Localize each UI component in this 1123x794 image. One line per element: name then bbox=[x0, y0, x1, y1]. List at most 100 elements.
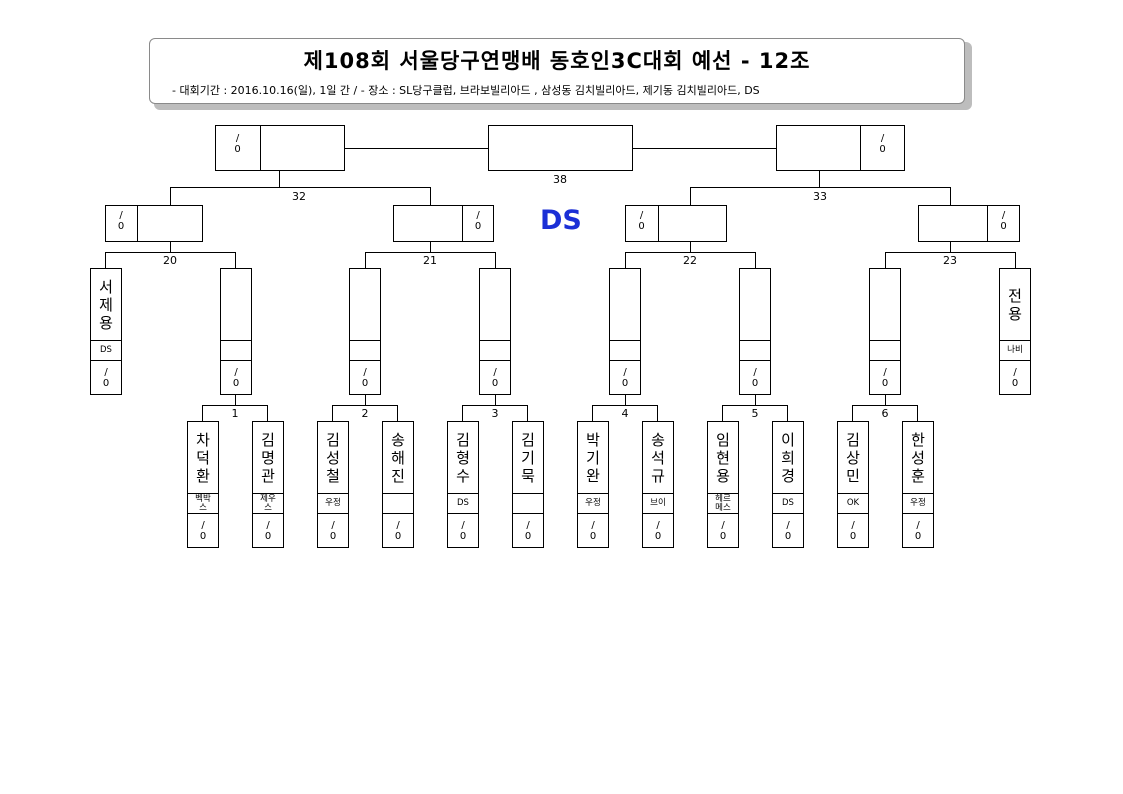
match-number-6: 6 bbox=[881, 407, 889, 420]
player-score: /0 bbox=[220, 360, 252, 395]
match-number-3: 3 bbox=[491, 407, 499, 420]
semi-box-4 bbox=[918, 205, 1020, 242]
player-club-text: 제우스 bbox=[260, 493, 276, 513]
score-bottom: 0 bbox=[784, 530, 792, 542]
semi-box-1 bbox=[105, 205, 203, 242]
match-number-33: 33 bbox=[813, 190, 827, 203]
player-name-text: 전 용 bbox=[1008, 286, 1027, 323]
score-bottom: 0 bbox=[589, 530, 597, 542]
player-club-text: 우정 bbox=[585, 498, 601, 508]
player-score: /0 bbox=[349, 360, 381, 395]
player-club bbox=[869, 340, 901, 361]
player-club-text: DS bbox=[100, 345, 112, 355]
player-club: 헤르메스 bbox=[707, 493, 739, 514]
score-top: / bbox=[363, 366, 367, 378]
player-club-text: 우정 bbox=[910, 498, 926, 508]
player-name: 박기완 bbox=[577, 421, 609, 494]
player-name: 김명관 bbox=[252, 421, 284, 494]
score-bottom: 0 bbox=[361, 377, 369, 389]
player-name bbox=[609, 268, 641, 341]
player-name: 송해진 bbox=[382, 421, 414, 494]
match-number-38: 38 bbox=[553, 173, 567, 186]
player-name-text: 송해진 bbox=[391, 430, 405, 485]
player-name-text: 김명관 bbox=[261, 430, 275, 485]
score-bottom: 0 bbox=[232, 377, 240, 389]
score-bottom: 0 bbox=[491, 377, 499, 389]
player-club bbox=[349, 340, 381, 361]
player-club: DS bbox=[772, 493, 804, 514]
player-name-text: 서제용 bbox=[99, 277, 113, 332]
match-number-23: 23 bbox=[943, 254, 957, 267]
score-bottom: 0 bbox=[881, 377, 889, 389]
header-panel: 제108회 서울당구연맹배 동호인3C대회 예선 - 12조 - 대회기간 : … bbox=[149, 38, 965, 104]
score-bottom: 0 bbox=[394, 530, 402, 542]
score-top: / bbox=[331, 519, 335, 531]
player-score: /0 bbox=[577, 513, 609, 548]
player-club-text: OK bbox=[846, 498, 860, 508]
player-name-text: 송석규 bbox=[651, 430, 665, 485]
player-club: 우정 bbox=[577, 493, 609, 514]
match-number-20: 20 bbox=[163, 254, 177, 267]
score-top: / bbox=[721, 519, 725, 531]
semi-score-4: /0 bbox=[1000, 210, 1007, 232]
score-top: / bbox=[104, 366, 108, 378]
player-name-text: 한성훈 bbox=[911, 430, 925, 485]
player-score: /0 bbox=[90, 360, 122, 395]
player-club: DS bbox=[447, 493, 479, 514]
player-name-text: 김성철 bbox=[326, 430, 340, 485]
player-name bbox=[349, 268, 381, 341]
player-name: 임현용 bbox=[707, 421, 739, 494]
player-club-text: DS bbox=[782, 498, 794, 508]
player-name: 한성훈 bbox=[902, 421, 934, 494]
semi-score-3: /0 bbox=[638, 210, 645, 232]
player-name: 차덕환 bbox=[187, 421, 219, 494]
player-name: 김상민 bbox=[837, 421, 869, 494]
player-name-text: 김상민 bbox=[846, 430, 860, 485]
score-bottom: 0 bbox=[751, 377, 759, 389]
score-top: / bbox=[753, 366, 757, 378]
score-top: / bbox=[916, 519, 920, 531]
player-score: /0 bbox=[252, 513, 284, 548]
player-club-text: 벡박스 bbox=[195, 493, 211, 513]
player-score: /0 bbox=[902, 513, 934, 548]
player-club: 나비 bbox=[999, 340, 1031, 361]
player-score: /0 bbox=[707, 513, 739, 548]
match-number-21: 21 bbox=[423, 254, 437, 267]
semi-box-3 bbox=[625, 205, 727, 242]
player-club-text: 헤르메스 bbox=[715, 493, 731, 513]
score-bottom: 0 bbox=[849, 530, 857, 542]
player-score: /0 bbox=[317, 513, 349, 548]
player-name-text: 박기완 bbox=[586, 430, 600, 485]
player-name: 이희경 bbox=[772, 421, 804, 494]
center-label: DS bbox=[540, 205, 582, 236]
player-name-text: 이희경 bbox=[781, 430, 795, 485]
player-name: 전 용 bbox=[999, 268, 1031, 341]
player-name bbox=[479, 268, 511, 341]
score-top: / bbox=[786, 519, 790, 531]
score-top: / bbox=[461, 519, 465, 531]
final-left-score: /0 bbox=[234, 133, 241, 155]
match-number-22: 22 bbox=[683, 254, 697, 267]
player-club: 우정 bbox=[902, 493, 934, 514]
score-bottom: 0 bbox=[199, 530, 207, 542]
score-top: / bbox=[234, 366, 238, 378]
score-bottom: 0 bbox=[914, 530, 922, 542]
score-top: / bbox=[591, 519, 595, 531]
player-club: 브이 bbox=[642, 493, 674, 514]
player-score: /0 bbox=[642, 513, 674, 548]
score-top: / bbox=[1013, 366, 1017, 378]
score-bottom: 0 bbox=[264, 530, 272, 542]
player-club: OK bbox=[837, 493, 869, 514]
player-club-text: 우정 bbox=[325, 498, 341, 508]
player-score: /0 bbox=[999, 360, 1031, 395]
page-title: 제108회 서울당구연맹배 동호인3C대회 예선 - 12조 bbox=[303, 49, 811, 73]
score-top: / bbox=[656, 519, 660, 531]
match-number-5: 5 bbox=[751, 407, 759, 420]
score-bottom: 0 bbox=[654, 530, 662, 542]
score-top: / bbox=[623, 366, 627, 378]
score-top: / bbox=[883, 366, 887, 378]
match-number-4: 4 bbox=[621, 407, 629, 420]
player-score: /0 bbox=[447, 513, 479, 548]
final-center-box bbox=[488, 125, 633, 171]
score-top: / bbox=[201, 519, 205, 531]
